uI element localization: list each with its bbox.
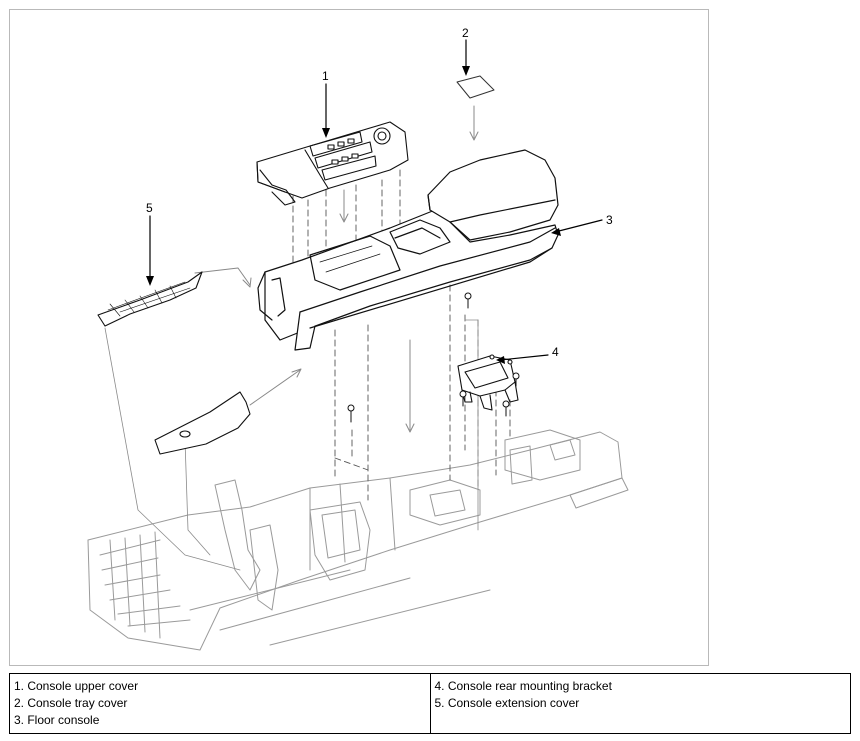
exploded-view-diagram: 1 2 3 4 5 bbox=[9, 9, 709, 666]
console-upper-cover bbox=[256, 121, 409, 206]
legend-item-1: 1. Console upper cover bbox=[14, 679, 139, 693]
callout-3: 3 bbox=[606, 213, 613, 227]
bolts bbox=[347, 292, 520, 423]
legend-item-4: 4. Console rear mounting bracket bbox=[434, 679, 612, 693]
legend-item-2: 2. Console tray cover bbox=[14, 696, 128, 710]
rear-mounting-bracket bbox=[457, 354, 519, 411]
callout-leaders bbox=[149, 39, 603, 361]
legend-column-left: 1. Console upper cover 2. Console tray c… bbox=[10, 674, 430, 733]
callout-4: 4 bbox=[552, 345, 559, 359]
callout-2: 2 bbox=[462, 26, 469, 40]
legend-item-3: 3. Floor console bbox=[14, 713, 100, 727]
console-extension-cover bbox=[97, 271, 251, 455]
legend-column-right: 4. Console rear mounting bracket 5. Cons… bbox=[429, 674, 851, 733]
callout-arrowheads bbox=[146, 66, 561, 364]
console-tray-cover bbox=[456, 75, 495, 99]
direction-arrows bbox=[194, 105, 479, 433]
vehicle-floor-tunnel bbox=[87, 429, 629, 651]
reference-lines bbox=[104, 319, 479, 571]
callout-5: 5 bbox=[146, 201, 153, 215]
callout-1: 1 bbox=[322, 69, 329, 83]
legend-item-5: 5. Console extension cover bbox=[434, 696, 580, 710]
parts-legend: 1. Console upper cover 2. Console tray c… bbox=[9, 673, 851, 734]
